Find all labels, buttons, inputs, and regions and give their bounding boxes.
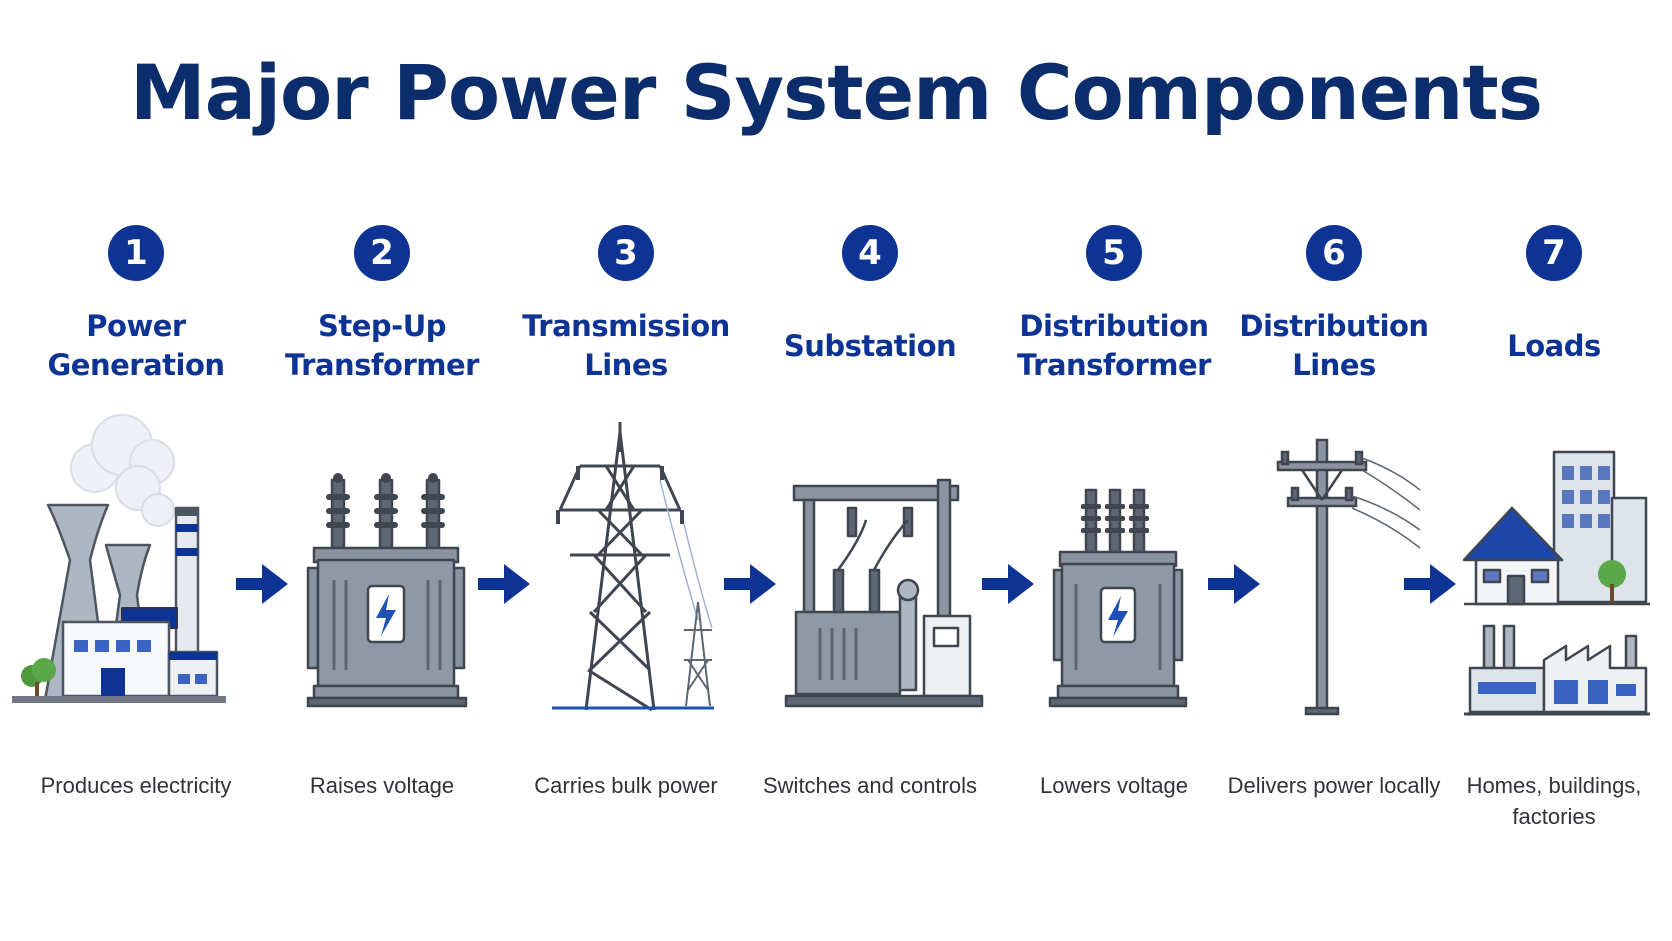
distribution-transformer-icon: [1048, 488, 1188, 708]
step-number-badge: 5: [1086, 225, 1142, 281]
step-number-badge: 2: [354, 225, 410, 281]
step-number-badge: 1: [108, 225, 164, 281]
step-title: Loads: [1507, 328, 1601, 363]
step-description: Lowers voltage: [1040, 773, 1188, 798]
step-title: Distribution Lines: [1239, 309, 1429, 382]
step-description: Switches and controls: [763, 773, 977, 798]
flow-arrow-icon: [1404, 564, 1456, 604]
page-title: Major Power System Components: [130, 48, 1543, 137]
transformer-icon: [306, 473, 468, 708]
flow-arrow-icon: [236, 564, 288, 604]
step-title: Distribution Transformer: [1017, 309, 1211, 382]
flow-arrow-icon: [982, 564, 1034, 604]
substation-icon: [784, 478, 984, 708]
flow-arrow-icon: [478, 564, 530, 604]
buildings-icon: [1462, 450, 1650, 716]
step-number-badge: 3: [598, 225, 654, 281]
utility-pole-icon: [1276, 438, 1421, 716]
power-plant-icon: [12, 414, 226, 703]
step-number-badge: 7: [1526, 225, 1582, 281]
step-description: Carries bulk power: [534, 773, 718, 798]
step-title: Power Generation: [47, 309, 225, 382]
flow-arrow-icon: [724, 564, 776, 604]
flow-arrow-icon: [1208, 564, 1260, 604]
step-description: Produces electricity: [40, 773, 232, 798]
step-number-badge: 6: [1306, 225, 1362, 281]
step-description: Homes, buildings, factories: [1466, 773, 1642, 829]
step-description: Delivers power locally: [1227, 773, 1441, 798]
step-title: Substation: [783, 328, 957, 363]
transmission-tower-icon: [552, 422, 714, 712]
step-title: Step-Up Transformer: [285, 309, 479, 382]
step-description: Raises voltage: [309, 773, 455, 798]
step-title: Transmission Lines: [522, 309, 730, 382]
step-number-badge: 4: [842, 225, 898, 281]
